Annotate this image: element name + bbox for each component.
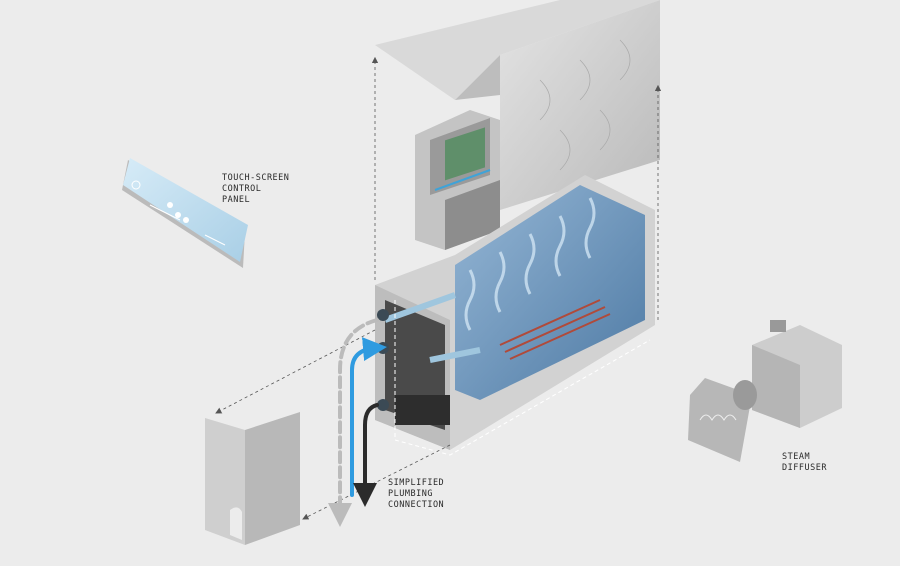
control-electronics-module bbox=[415, 110, 500, 250]
plumbing-label: SIMPLIFIED PLUMBING CONNECTION bbox=[388, 478, 444, 511]
inlet-fitting bbox=[377, 342, 389, 354]
label-line: PLUMBING bbox=[388, 489, 433, 499]
label-line: SIMPLIFIED bbox=[388, 478, 445, 488]
assembly-guide-lines bbox=[215, 56, 662, 520]
steam-waves bbox=[464, 197, 596, 331]
label-line: TOUCH-SCREEN bbox=[222, 173, 290, 183]
side-cover-panel bbox=[205, 412, 300, 545]
plumbing-connections bbox=[328, 318, 387, 527]
steam-diffuser-label: STEAM DIFFUSER bbox=[782, 452, 827, 474]
drain-arrow bbox=[353, 403, 379, 507]
label-line: DIFFUSER bbox=[782, 463, 827, 473]
label-line: CONNECTION bbox=[388, 500, 445, 510]
touch-screen-control-panel bbox=[122, 158, 248, 268]
wall-section bbox=[375, 0, 660, 210]
water-tank bbox=[455, 185, 645, 400]
control-panel-label: TOUCH-SCREEN CONTROL PANEL bbox=[222, 173, 289, 206]
label-line: PANEL bbox=[222, 195, 251, 205]
label-line: STEAM bbox=[782, 452, 811, 462]
label-line: CONTROL bbox=[222, 184, 262, 194]
heating-element bbox=[499, 299, 611, 360]
overflow-pipe-arrow bbox=[328, 318, 379, 527]
steam-diffuser bbox=[688, 320, 842, 462]
water-supply-arrow bbox=[350, 337, 387, 497]
steam-generator-unit bbox=[375, 175, 655, 456]
drain-fitting bbox=[377, 399, 389, 411]
inlet-fitting bbox=[377, 309, 389, 321]
